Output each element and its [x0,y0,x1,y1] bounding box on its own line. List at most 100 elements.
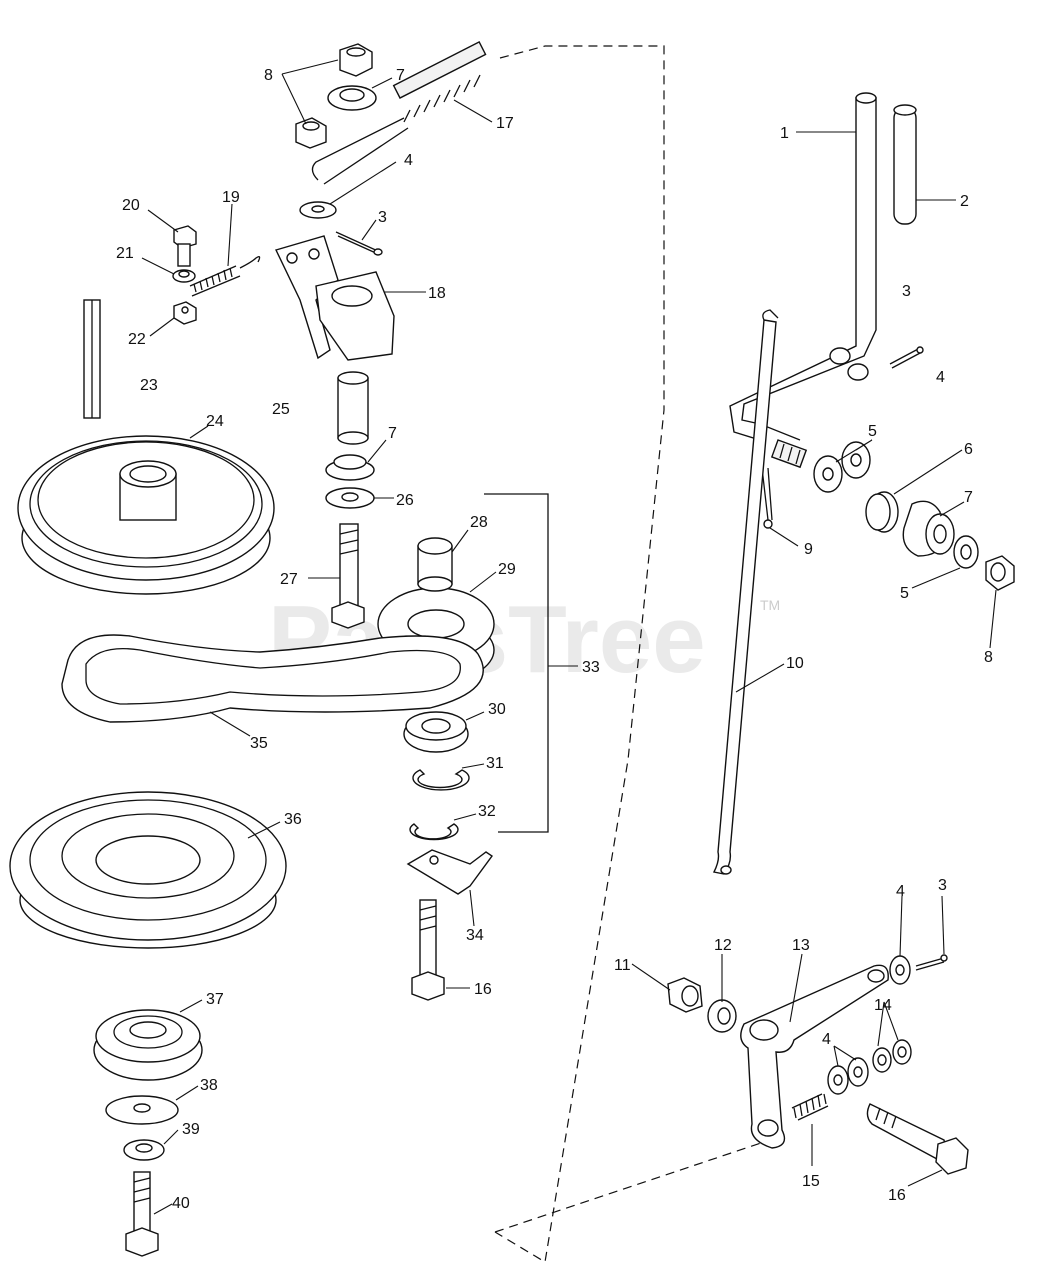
key-23 [83,299,101,419]
cotter-pin-3-right [889,346,924,369]
nut-8-top [339,43,373,77]
bushing-28 [417,537,453,592]
bearing-30 [403,711,469,753]
label-3-right: 3 [902,283,911,300]
label-38: 38 [200,1077,218,1094]
nut-12 [707,999,737,1033]
label-40: 40 [172,1195,190,1212]
label-23: 23 [140,377,158,394]
label-32: 32 [478,803,496,820]
label-19: 19 [222,189,240,206]
bearing-37 [93,1009,203,1081]
label-4-top: 4 [404,152,413,169]
bolt-40 [125,1171,159,1257]
label-8-top: 8 [264,67,273,84]
label-30: 30 [488,701,506,718]
nuts-14 [872,1039,912,1073]
washer-4-top [299,201,337,219]
belt-35 [61,634,484,723]
part-labels: 8 7 17 4 3 18 20 19 21 22 23 25 24 7 26 … [116,67,993,1212]
pulley-36 [9,791,287,949]
bushing-7-mid [325,454,375,481]
cotter-pin-3-top [335,231,383,256]
bolt-16-center [411,899,445,1001]
washers-4-lower [827,1057,869,1095]
label-10: 10 [786,655,804,672]
label-5-lower: 5 [900,585,909,602]
label-7-mid: 7 [388,425,397,442]
nut-21 [172,269,196,283]
label-36: 36 [284,811,302,828]
label-33: 33 [582,659,600,676]
label-12: 12 [714,937,732,954]
label-7-top: 7 [396,67,405,84]
bolt-20 [173,225,197,267]
label-31: 31 [486,755,504,772]
label-21: 21 [116,245,134,262]
label-25: 25 [272,401,290,418]
spring-19 [189,256,261,297]
label-9: 9 [804,541,813,558]
deck-outline [494,45,771,1263]
label-34: 34 [466,927,484,944]
nut-8-lower [295,117,327,149]
nut-8-right [985,555,1015,591]
bracket-18 [275,235,395,361]
label-18: 18 [428,285,446,302]
label-20: 20 [122,197,140,214]
nut-22 [173,301,197,325]
label-1: 1 [780,125,789,142]
lever-13 [740,964,889,1149]
nut-11 [667,977,703,1013]
label-13: 13 [792,937,810,954]
label-3-top: 3 [378,209,387,226]
label-8-right: 8 [984,649,993,666]
cotter-pin-3-lower [915,954,948,971]
label-16-right: 16 [888,1187,906,1204]
handle-grip-2 [893,104,917,225]
washer-38 [105,1095,179,1125]
washers-5 [813,441,871,493]
watermark-trademark: TM [760,597,780,613]
spacer-25 [337,371,369,445]
label-6: 6 [964,441,973,458]
lever-1 [729,92,877,469]
label-26: 26 [396,492,414,509]
label-3-lower: 3 [938,877,947,894]
bolt-16-right [866,1103,969,1175]
bushing-7-right [902,500,955,557]
bracket-33 [484,493,549,833]
label-22: 22 [128,331,146,348]
label-4-lower-top: 4 [896,883,905,900]
label-39: 39 [182,1121,200,1138]
pulley-24 [17,435,275,595]
retaining-ring-31 [412,769,470,791]
rod-10 [712,309,779,875]
label-7-right: 7 [964,489,973,506]
label-29: 29 [498,561,516,578]
label-17: 17 [496,115,514,132]
label-4-lower: 4 [822,1031,831,1048]
label-35: 35 [250,735,268,752]
label-4-right: 4 [936,369,945,386]
washer-39 [123,1139,165,1161]
bolt-27 [331,523,365,629]
retaining-ring-32 [409,823,459,841]
label-11: 11 [614,957,631,974]
label-27: 27 [280,571,298,588]
label-24: 24 [206,413,224,430]
label-5-upper: 5 [868,423,877,440]
leader-lines [141,59,997,1215]
bushing-6 [865,491,899,533]
label-37: 37 [206,991,224,1008]
bracket-34 [406,849,493,895]
washer-5-right [953,535,979,569]
label-16-center: 16 [474,981,492,998]
label-14: 14 [874,997,892,1014]
spring-15 [791,1093,829,1121]
washer-7-top [327,85,377,111]
cotter-pin-9 [761,467,773,529]
label-28: 28 [470,514,488,531]
label-2: 2 [960,193,969,210]
